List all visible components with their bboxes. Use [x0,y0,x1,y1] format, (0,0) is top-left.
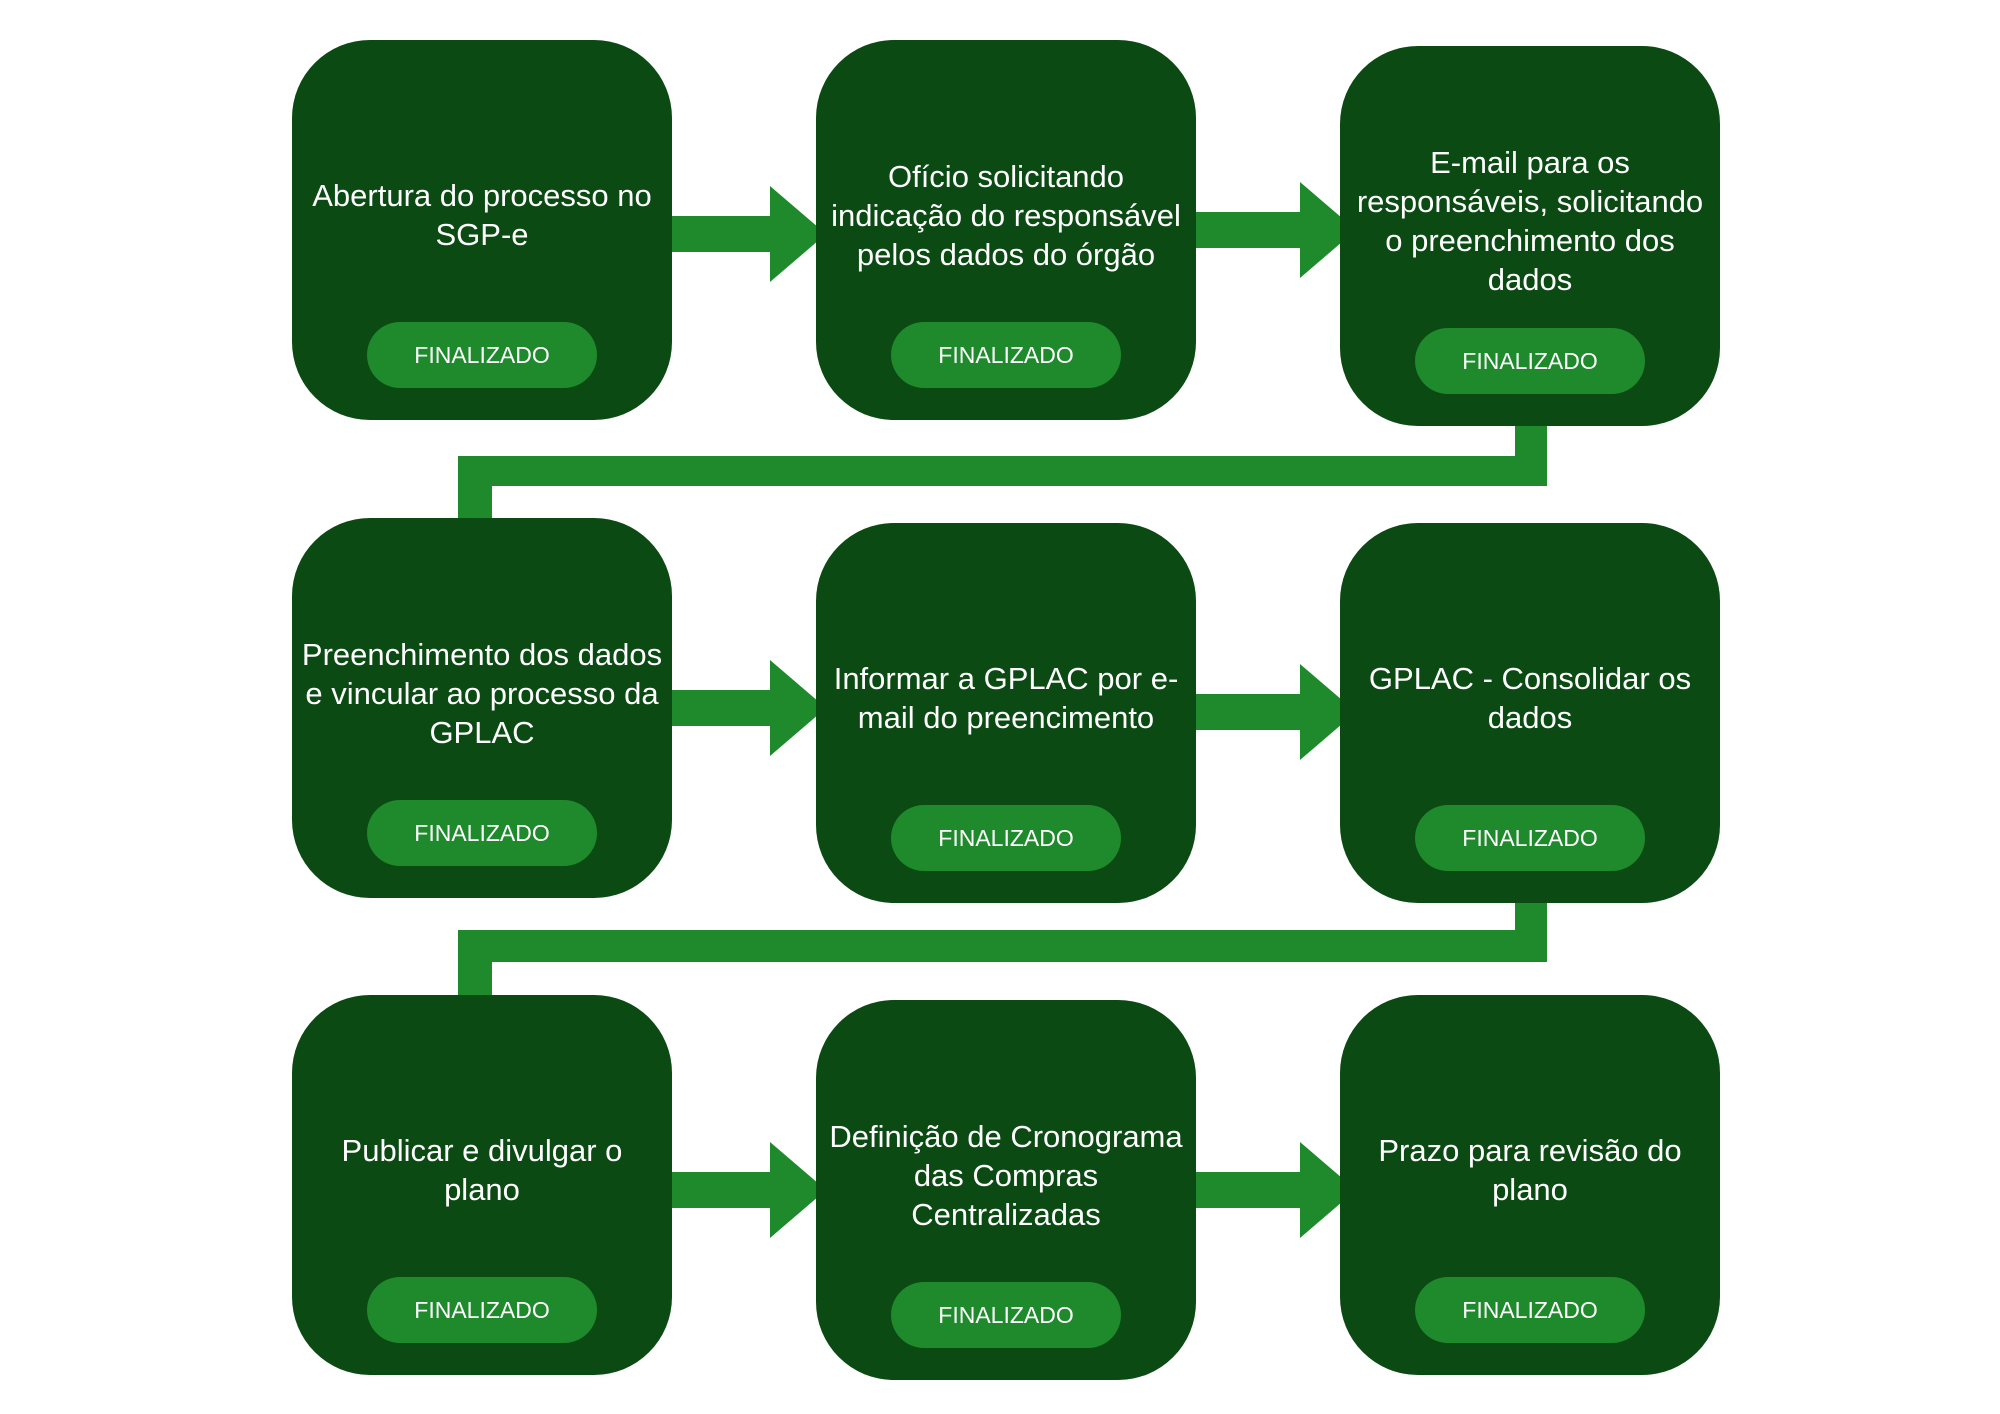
arrow-step4-to-step5 [672,660,826,756]
step-2-box: Ofício solicitando indicação do responsá… [816,40,1196,420]
step-2-status-badge: FINALIZADO [891,322,1121,388]
step-5-status-badge: FINALIZADO [891,805,1121,871]
step-7-box: Publicar e divulgar o plano FINALIZADO [292,995,672,1375]
step-7-title: Publicar e divulgar o plano [341,1133,623,1207]
arrow-step1-to-step2 [672,186,826,282]
step-4-title: Preenchimento dos dados e vincular ao pr… [301,636,663,750]
step-4-box: Preenchimento dos dados e vincular ao pr… [292,518,672,898]
step-3-status-badge: FINALIZADO [1415,328,1645,394]
step-2-title: Ofício solicitando indicação do responsá… [831,158,1181,272]
arrow-step5-to-step6 [1196,664,1356,760]
arrow-step2-to-step3 [1196,182,1356,278]
arrow-step8-to-step9 [1196,1142,1356,1238]
connector-step6-to-step7 [428,900,1547,1060]
step-9-title: Prazo para revisão do plano [1378,1133,1682,1207]
step-1-box: Abertura do processo no SGP-e FINALIZADO [292,40,672,420]
arrow-step7-to-step8 [672,1142,826,1238]
step-7-status-badge: FINALIZADO [367,1277,597,1343]
step-6-title: GPLAC - Consolidar os dados [1368,661,1692,735]
step-8-box: Definição de Cronograma das Compras Cent… [816,1000,1196,1380]
connector-step3-to-step4 [428,418,1547,582]
step-4-status-badge: FINALIZADO [367,800,597,866]
step-9-box: Prazo para revisão do plano FINALIZADO [1340,995,1720,1375]
step-3-box: E-mail para os responsáveis, solicitando… [1340,46,1720,426]
step-6-box: GPLAC - Consolidar os dados FINALIZADO [1340,523,1720,903]
step-8-status-badge: FINALIZADO [891,1282,1121,1348]
step-3-title: E-mail para os responsáveis, solicitando… [1356,145,1704,297]
step-9-status-badge: FINALIZADO [1415,1277,1645,1343]
step-5-title: Informar a GPLAC por e-mail do preencime… [833,661,1179,735]
step-5-box: Informar a GPLAC por e-mail do preencime… [816,523,1196,903]
step-6-status-badge: FINALIZADO [1415,805,1645,871]
step-1-title: Abertura do processo no SGP-e [312,178,652,252]
step-1-status-badge: FINALIZADO [367,322,597,388]
step-8-title: Definição de Cronograma das Compras Cent… [829,1118,1183,1232]
